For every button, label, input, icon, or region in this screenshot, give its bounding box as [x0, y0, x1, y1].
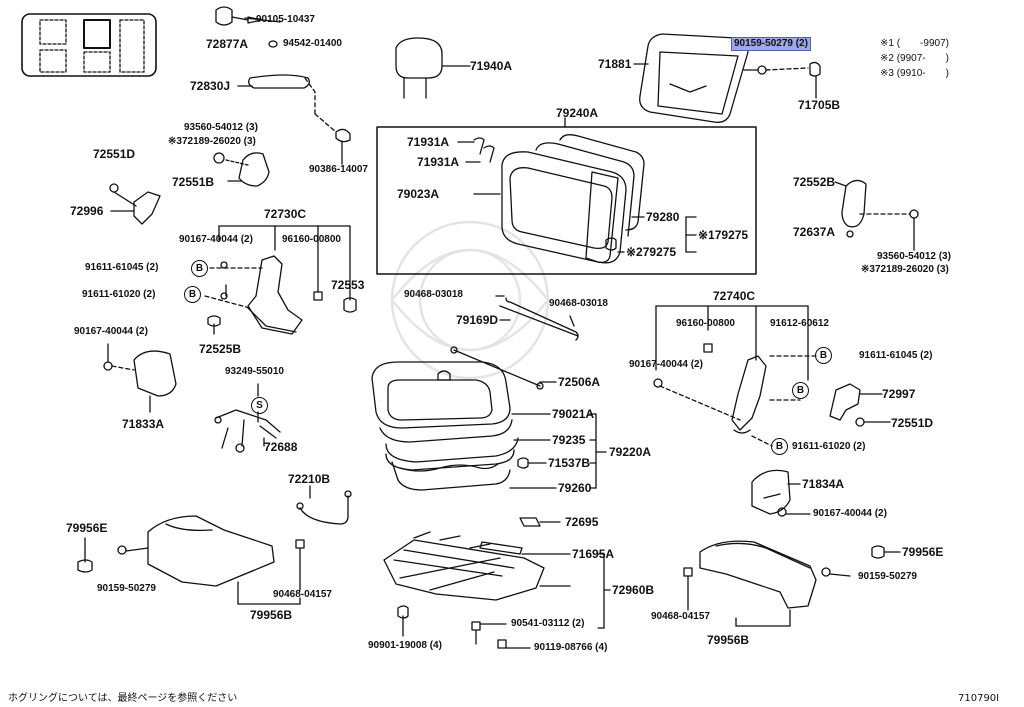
part-label: 72210B	[288, 472, 331, 486]
part-label: 90159-50279	[858, 571, 917, 582]
part-label: 93560-54012 (3)	[877, 251, 951, 262]
part-label: 79220A	[609, 445, 652, 459]
part-label: 79023A	[397, 187, 440, 201]
part-label: 79956B	[250, 608, 293, 622]
part-label: 90468-03018	[549, 298, 608, 309]
part-label: 90468-04157	[273, 589, 332, 600]
ref-mark-b: B	[191, 260, 208, 277]
part-label: 72695	[565, 515, 599, 529]
part-label: 72730C	[264, 207, 307, 221]
part-label: 72551B	[172, 175, 215, 189]
part-label: 79240A	[556, 106, 599, 120]
part-label: 91611-61045 (2)	[859, 350, 933, 361]
part-label: 71931A	[417, 155, 460, 169]
part-label: 90105-10437	[256, 14, 315, 25]
part-label: 72997	[882, 387, 916, 401]
part-label: 91612-60612	[770, 318, 829, 329]
legend-note-3: ※3 (9910- )	[880, 68, 949, 79]
part-label: 72877A	[206, 37, 249, 51]
highlighted-part-label[interactable]: 90159-50279 (2)	[731, 37, 811, 51]
part-label: 79956B	[707, 633, 750, 647]
part-label: 90167-40044 (2)	[74, 326, 148, 337]
legend-note-2: ※2 (9907- )	[880, 53, 949, 64]
watermark-emblem	[390, 220, 550, 380]
part-label: ※179275	[698, 228, 749, 242]
part-label: 72525B	[199, 342, 242, 356]
part-label: 90167-40044 (2)	[629, 359, 703, 370]
part-label: 79169D	[456, 313, 499, 327]
part-label: 90468-03018	[404, 289, 463, 300]
part-label: 72551D	[93, 147, 136, 161]
part-label: 96160-00800	[282, 234, 341, 245]
part-label: 93560-54012 (3)	[184, 122, 258, 133]
part-label: 72740C	[713, 289, 756, 303]
part-label: 91611-61020 (2)	[82, 289, 156, 300]
part-label: 72960B	[612, 583, 655, 597]
part-label: 71833A	[122, 417, 165, 431]
part-label: 71705B	[798, 98, 841, 112]
vehicle-locator-icon	[21, 13, 157, 77]
part-label: ※372189-26020 (3)	[861, 264, 949, 275]
part-label: 72688	[264, 440, 298, 454]
part-label: 90167-40044 (2)	[813, 508, 887, 519]
part-label: 71537B	[548, 456, 591, 470]
ref-mark-b: B	[184, 286, 201, 303]
part-label: 91611-61045 (2)	[85, 262, 159, 273]
part-label: 90159-50279	[97, 583, 156, 594]
part-label: 79235	[552, 433, 586, 447]
part-label: 90901-19008 (4)	[368, 640, 442, 651]
footer-note: ホグリングについては、最終ページを参照ください	[8, 693, 238, 704]
part-label: ※279275	[626, 245, 677, 259]
part-label: 79260	[558, 481, 592, 495]
part-label: 79021A	[552, 407, 595, 421]
part-label: 72551D	[891, 416, 934, 430]
part-label: 91611-61020 (2)	[792, 441, 866, 452]
illustration-code: 710790I	[958, 693, 1000, 704]
part-label: 90386-14007	[309, 164, 368, 175]
ref-mark-b: B	[815, 347, 832, 364]
part-label: 90167-40044 (2)	[179, 234, 253, 245]
part-label: 90541-03112 (2)	[511, 618, 585, 629]
part-label: 94542-01400	[283, 38, 342, 49]
part-label: ※372189-26020 (3)	[168, 136, 256, 147]
part-label: 71695A	[572, 547, 615, 561]
part-label: 93249-55010	[225, 366, 284, 377]
part-label: 90119-08766 (4)	[534, 642, 608, 653]
part-label: 79280	[646, 210, 680, 224]
ref-mark-s: S	[251, 397, 268, 414]
part-label: 72637A	[793, 225, 836, 239]
part-label: 71834A	[802, 477, 845, 491]
ref-mark-b: B	[792, 382, 809, 399]
part-label: 72506A	[558, 375, 601, 389]
legend-note-1: ※1 ( -9907)	[880, 38, 949, 49]
part-label: 72552B	[793, 175, 836, 189]
part-label: 72996	[70, 204, 104, 218]
part-label: 79956E	[902, 545, 944, 559]
part-label: 71881	[598, 57, 632, 71]
part-label: 90468-04157	[651, 611, 710, 622]
part-label: 79956E	[66, 521, 108, 535]
part-label: 71940A	[470, 59, 513, 73]
part-label: 72553	[331, 278, 365, 292]
part-label: 72830J	[190, 79, 231, 93]
part-label: 96160-00800	[676, 318, 735, 329]
ref-mark-b: B	[771, 438, 788, 455]
part-label: 71931A	[407, 135, 450, 149]
